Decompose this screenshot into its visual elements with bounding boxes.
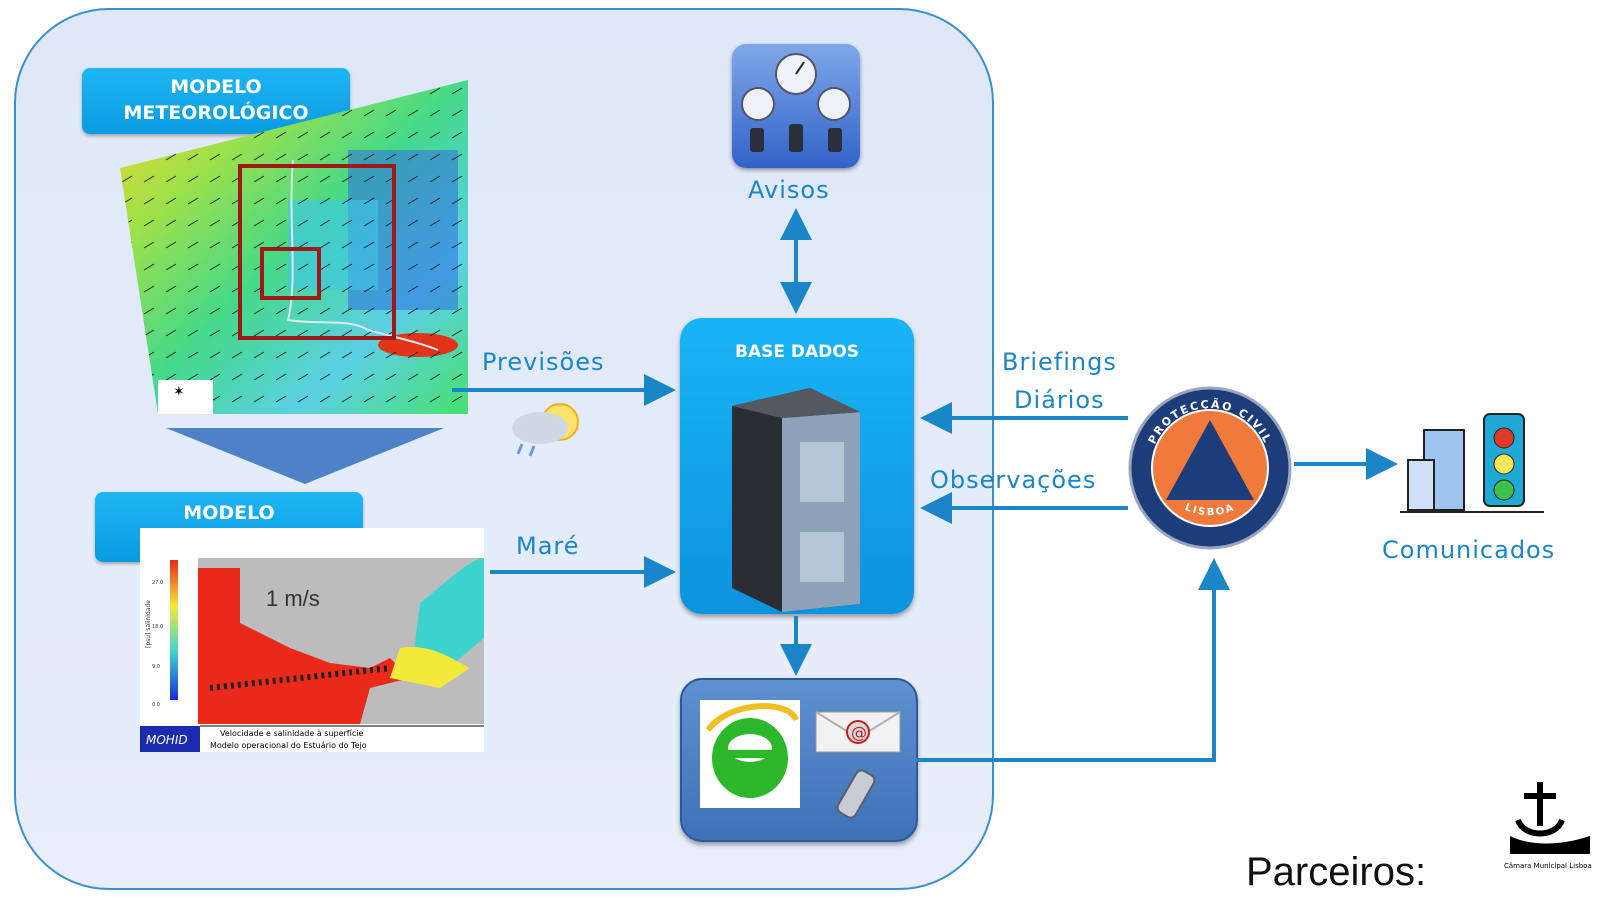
colorbar-tick-2: 9.0 xyxy=(152,664,160,670)
chevron-down-icon xyxy=(166,428,444,484)
meteo-map-image: ✶ xyxy=(120,80,468,414)
meteo-title-line1: MODELO xyxy=(170,76,262,98)
estuary-speed-label: 1 m/s xyxy=(266,586,320,611)
internet-explorer-icon xyxy=(700,700,800,808)
briefings-label-line1: Briefings xyxy=(1002,348,1117,376)
observations-label: Observações xyxy=(930,466,1097,494)
mohid-logo-text: MOHID xyxy=(146,733,188,747)
estuary-footer-line2: Modelo operacional do Estuário do Tejo xyxy=(210,741,367,750)
output-channels-card: @ xyxy=(680,678,918,842)
meteo-model-label: MODELO METEOROLÓGICO xyxy=(82,68,350,134)
gauges-icon xyxy=(732,44,860,168)
estuary-title-line1: MODELO xyxy=(183,502,275,524)
database-card: BASE DADOS xyxy=(680,318,914,614)
communiques-label: Comunicados xyxy=(1382,536,1556,564)
building-traffic-light-icon xyxy=(1400,413,1544,513)
civil-protection-bottom-text: LISBOA xyxy=(1183,502,1235,518)
colorbar-axis-label: [psu] salinidade xyxy=(145,600,152,648)
email-icon: @ xyxy=(815,711,901,753)
estuary-footer-line1: Velocidade e salinidade à superfície xyxy=(220,729,363,738)
colorbar-tick-0: 27.0 xyxy=(152,580,163,586)
mobile-phone-icon xyxy=(836,769,876,819)
svg-text:LISBOA: LISBOA xyxy=(1183,502,1237,518)
lisbon-crest-logo: Câmara Municipal Lisboa xyxy=(1504,782,1592,870)
meteo-title-line2: METEOROLÓGICO xyxy=(123,102,309,124)
publish-arrow xyxy=(916,558,1230,762)
database-title: BASE DADOS xyxy=(735,342,859,362)
partners-label: Parceiros: xyxy=(1246,850,1427,894)
partners-logo-text: Câmara Municipal Lisboa xyxy=(1504,862,1592,870)
colorbar-tick-1: 18.0 xyxy=(152,624,163,630)
server-icon xyxy=(732,388,860,612)
forecasts-label: Previsões xyxy=(482,348,605,376)
warnings-label: Avisos xyxy=(748,176,830,204)
svg-text:✶: ✶ xyxy=(173,384,185,400)
estuary-map-image: 1 m/s 27.0 18.0 9.0 0.0 [psu] salinidade… xyxy=(140,528,484,752)
colorbar-tick-3: 0.0 xyxy=(152,702,160,708)
tide-label: Maré xyxy=(516,532,580,560)
weather-icon xyxy=(512,403,579,457)
svg-text:@: @ xyxy=(851,723,867,742)
briefings-label-line2: Diários xyxy=(1014,386,1105,414)
civil-protection-logo: PROTECÇÃO CIVIL LISBOA xyxy=(1128,386,1292,550)
